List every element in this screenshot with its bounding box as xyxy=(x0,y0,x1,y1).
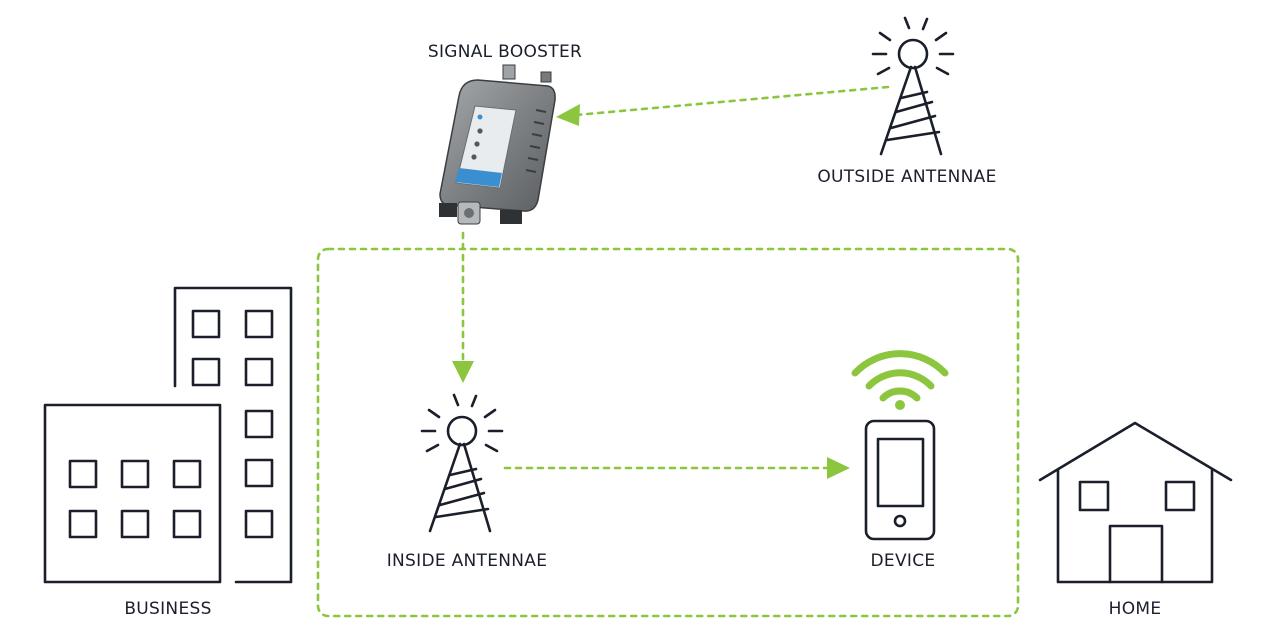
arrow-booster-to-inside xyxy=(452,231,474,383)
outside-antennae-label: OUTSIDE ANTENNAE xyxy=(817,167,996,187)
inside-antennae-label: INSIDE ANTENNAE xyxy=(387,551,548,571)
wifi-icon xyxy=(851,350,949,410)
business-label: BUSINESS xyxy=(124,599,211,619)
coverage-area-boundary xyxy=(316,247,1020,618)
inside-antenna-tower-icon xyxy=(420,393,504,533)
signal-booster-icon xyxy=(439,64,556,225)
home-label: HOME xyxy=(1109,599,1162,619)
device-label: DEVICE xyxy=(871,551,936,571)
arrow-outside-to-booster xyxy=(556,85,890,126)
signal-booster-label: SIGNAL BOOSTER xyxy=(428,42,582,62)
outside-antenna-tower-icon xyxy=(871,16,955,156)
smartphone-icon xyxy=(864,419,936,541)
office-building-icon xyxy=(43,286,293,584)
arrow-inside-to-device xyxy=(503,457,850,479)
house-icon xyxy=(1038,421,1233,584)
